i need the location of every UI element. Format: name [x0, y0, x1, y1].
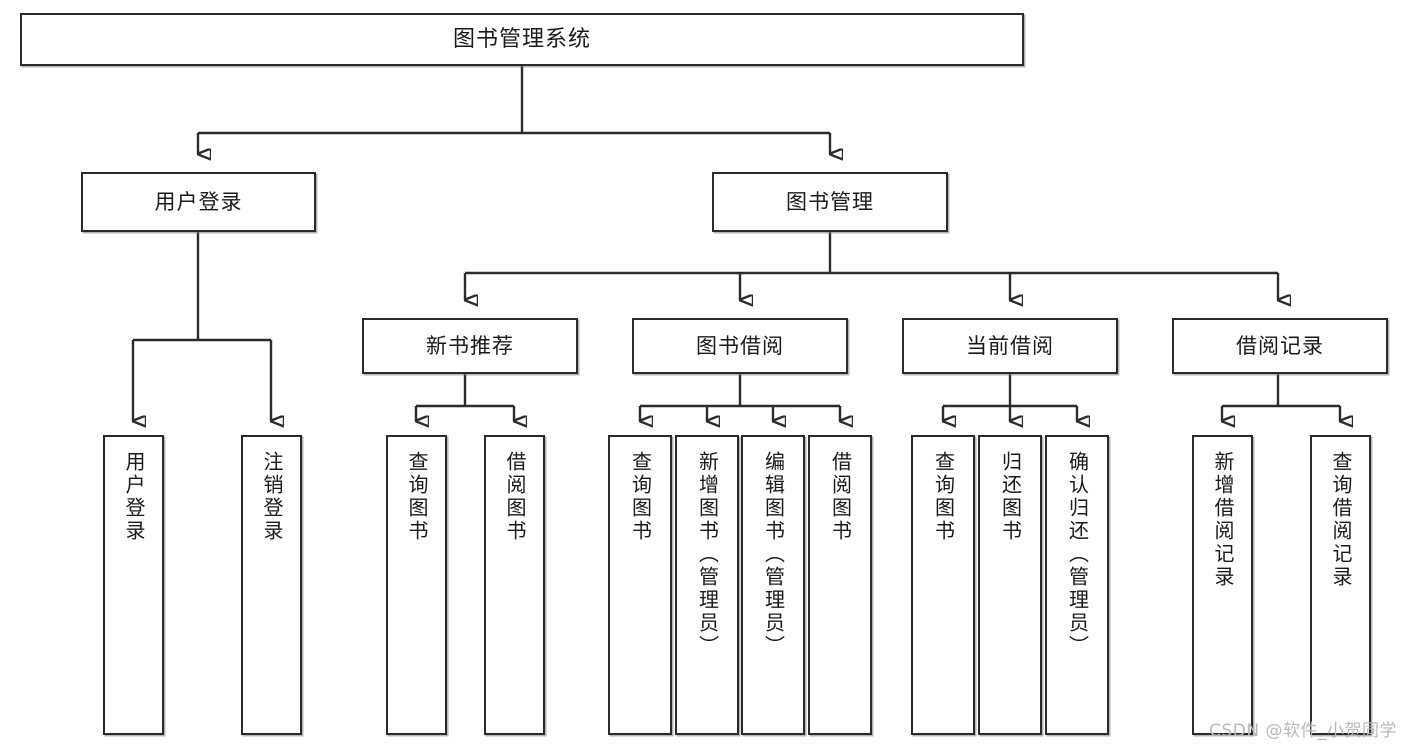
node-label: 确认归还（管理员）	[1065, 451, 1090, 658]
node-label: 归还图书	[998, 451, 1023, 543]
node-book-borrow[interactable]: 图书借阅	[632, 318, 848, 374]
node-new-book-recommend[interactable]: 新书推荐	[362, 318, 578, 374]
node-borrow-record[interactable]: 借阅记录	[1172, 318, 1388, 374]
leaf-user-login[interactable]: 用户登录	[103, 435, 164, 735]
node-current-borrow[interactable]: 当前借阅	[902, 318, 1118, 374]
node-label: 借阅图书	[828, 451, 853, 543]
leaf-record-query[interactable]: 查询借阅记录	[1310, 435, 1371, 735]
leaf-borrow-query-book[interactable]: 查询图书	[608, 435, 672, 735]
node-label: 编辑图书（管理员）	[761, 451, 786, 658]
leaf-borrow-borrow-book[interactable]: 借阅图书	[808, 435, 872, 735]
leaf-user-logout[interactable]: 注销登录	[241, 435, 302, 735]
node-label: 图书管理系统	[452, 26, 591, 52]
leaf-recommend-query-book[interactable]: 查询图书	[386, 435, 447, 735]
node-book-management[interactable]: 图书管理	[712, 172, 948, 232]
node-label: 用户登录	[122, 451, 146, 543]
node-label: 新书推荐	[426, 333, 514, 358]
node-label: 查询借阅记录	[1329, 451, 1353, 589]
node-label: 查询图书	[405, 451, 429, 543]
node-label: 查询图书	[628, 451, 653, 543]
node-label: 新增图书（管理员）	[695, 451, 720, 658]
leaf-record-add[interactable]: 新增借阅记录	[1192, 435, 1253, 735]
node-label: 图书借阅	[696, 333, 784, 358]
node-label: 图书管理	[786, 189, 874, 214]
leaf-current-query-book[interactable]: 查询图书	[911, 435, 975, 735]
leaf-current-confirm-return[interactable]: 确认归还（管理员）	[1045, 435, 1109, 735]
leaf-recommend-borrow-book[interactable]: 借阅图书	[484, 435, 545, 735]
leaf-borrow-add-book[interactable]: 新增图书（管理员）	[675, 435, 739, 735]
leaf-borrow-edit-book[interactable]: 编辑图书（管理员）	[741, 435, 805, 735]
node-label: 注销登录	[260, 451, 284, 543]
node-root-system[interactable]: 图书管理系统	[20, 13, 1024, 66]
node-label: 当前借阅	[966, 333, 1054, 358]
watermark: CSDN @软件_小贺同学	[1209, 721, 1397, 741]
node-label: 查询图书	[931, 451, 956, 543]
node-label: 借阅记录	[1236, 333, 1324, 358]
node-label: 借阅图书	[503, 451, 527, 543]
leaf-current-return-book[interactable]: 归还图书	[978, 435, 1042, 735]
node-label: 新增借阅记录	[1211, 451, 1235, 589]
node-user-login[interactable]: 用户登录	[81, 172, 316, 232]
node-label: 用户登录	[154, 189, 243, 214]
